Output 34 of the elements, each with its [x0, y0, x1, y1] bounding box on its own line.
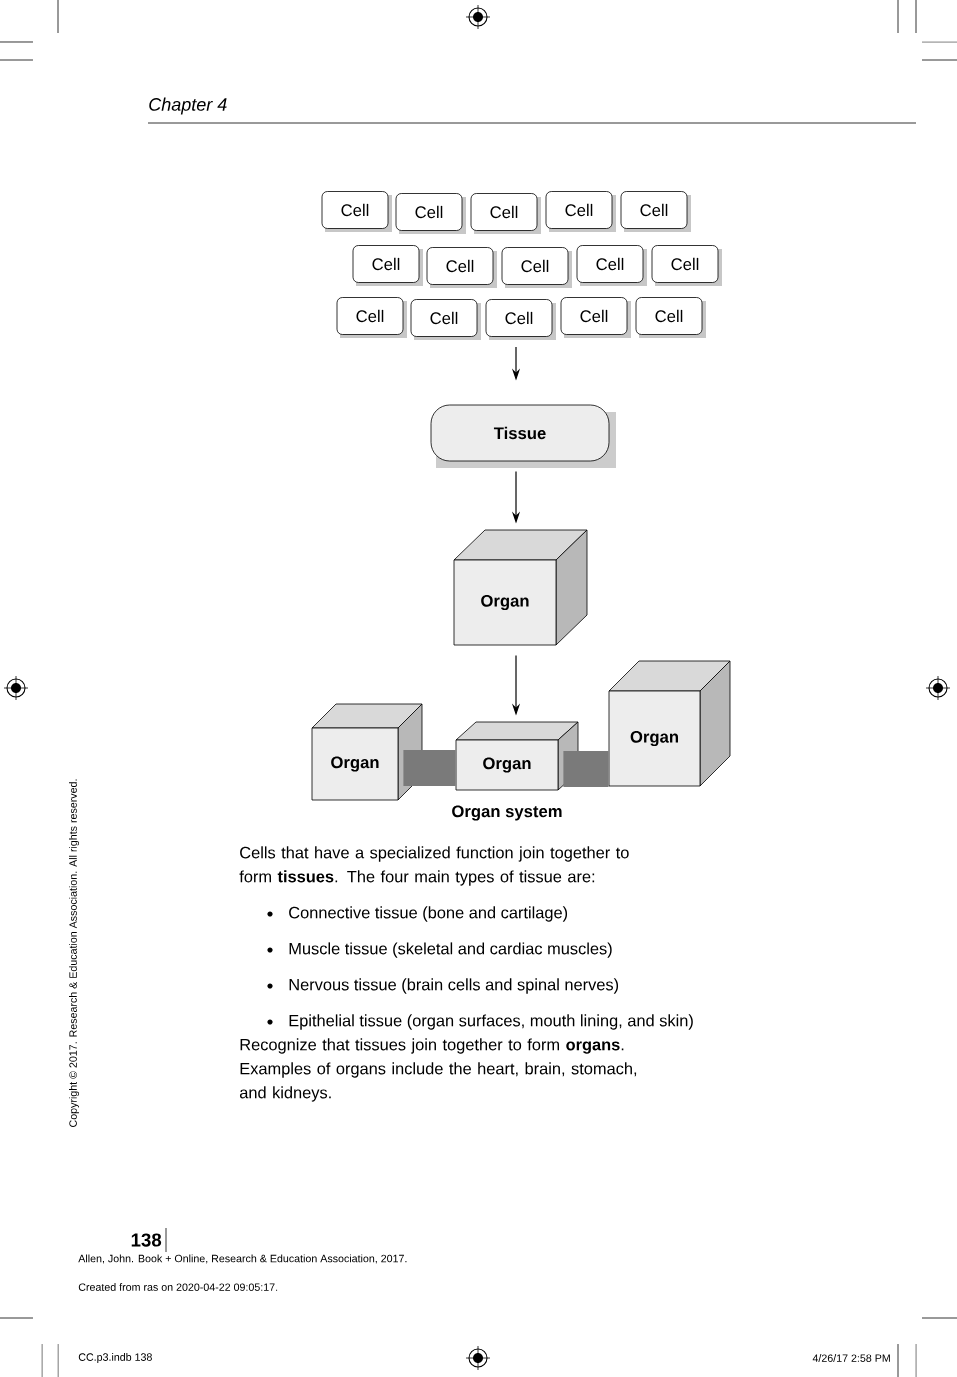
print-date: 4/26/17 2:58 PM [812, 1354, 890, 1362]
list-item: Epithelial tissue (organ surfaces, mouth lining, and skin) [289, 1014, 693, 1030]
cell-box: Cell [410, 299, 481, 340]
page-number: 138 [131, 1233, 162, 1247]
citation: Allen, John. Book + Online, Research & Education Association, 2017. [78, 1254, 407, 1264]
list-item: Muscle tissue (skeletal and cardiac muscles) [289, 942, 612, 958]
cube: Organ [608, 660, 731, 787]
list-item: Connective tissue (bone and cartilage) [289, 906, 568, 922]
cell-box: Cell [501, 247, 572, 288]
rounded-box: Tissue [430, 404, 616, 468]
cell-box: Cell [336, 297, 407, 338]
file-slug: CC.p3.indb 138 [78, 1353, 152, 1363]
cell-box: Cell [635, 297, 706, 338]
cell-box: Cell [651, 245, 722, 286]
copyright-notice: Copyright © 2017. Research & Education Association. All rights reserved. [69, 779, 79, 1127]
cell-box: Cell [485, 299, 556, 340]
cube: Organ [453, 529, 588, 646]
cell-box: Cell [545, 191, 616, 232]
cell-box: Cell [352, 245, 423, 286]
paragraph: Recognize that tissues join together to form organs. Examples of organs include the heart, brain, stomach, and kidneys. [239, 1038, 637, 1102]
citation: Created from ras on 2020-04-22 09:05:17. [78, 1283, 278, 1291]
cell-box: Cell [576, 245, 647, 286]
cube: Organ [311, 703, 423, 801]
list-item: Nervous tissue (brain cells and spinal nerves) [289, 978, 619, 994]
chapter-heading: Chapter 4 [149, 97, 227, 115]
cell-box: Cell [560, 297, 631, 338]
connecting-tube [563, 751, 609, 787]
paragraph: Cells that have a specialized function join together to form tissues. The four main types of tissue are: [239, 846, 629, 886]
cell-box: Cell [426, 247, 497, 288]
cell-box: Cell [321, 191, 392, 232]
cell-box: Cell [620, 191, 691, 232]
cube: Organ [455, 721, 579, 791]
cell-box: Cell [395, 193, 466, 234]
cell-box: Cell [470, 193, 541, 234]
